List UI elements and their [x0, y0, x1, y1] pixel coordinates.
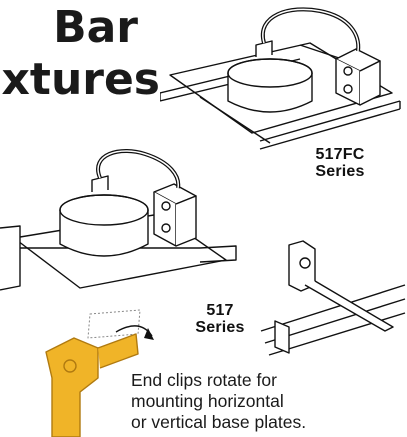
series-517fc-model: 517FC: [315, 146, 365, 163]
fixture-517fc-illustration: [160, 7, 401, 150]
fixture-517-illustration: [0, 149, 237, 291]
bar-hanger-detail-illustration: [260, 240, 406, 356]
caption-line-2: mounting horizontal: [131, 391, 284, 411]
series-517-model: 517: [206, 302, 234, 319]
end-clip-caption: End clips rotate for mounting horizontal…: [131, 370, 401, 433]
series-label-517: 517 Series: [193, 302, 247, 336]
series-517fc-word: Series: [315, 163, 365, 180]
heading-line-1: Bar: [53, 6, 138, 50]
end-clip-detail-illustration: [45, 309, 154, 437]
series-517-word: Series: [195, 319, 245, 336]
series-label-517fc: 517FC Series: [302, 146, 378, 180]
heading-line-2: xtures: [1, 58, 160, 102]
caption-line-1: End clips rotate for: [131, 370, 277, 390]
caption-line-3: or vertical base plates.: [131, 412, 307, 432]
